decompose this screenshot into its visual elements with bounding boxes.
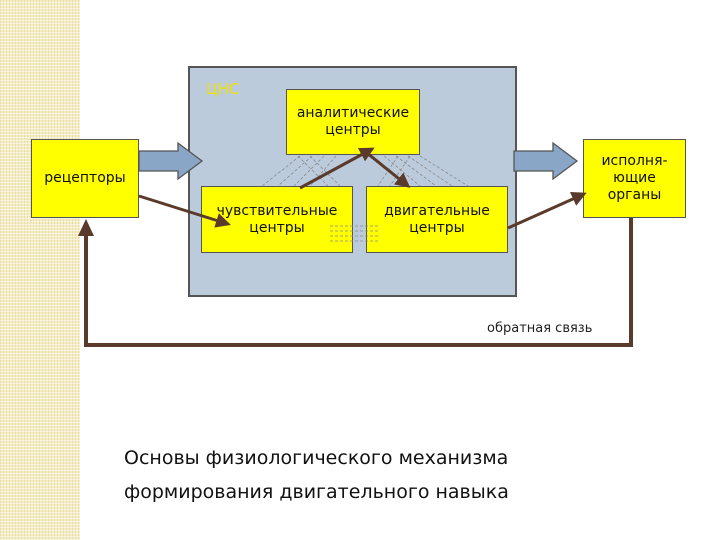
node-analytic-label-2: центры — [325, 122, 381, 138]
node-effectors-label-2: ющие — [613, 170, 656, 186]
dashed-links-left — [261, 155, 341, 187]
feedback-loop-arrowhead — [78, 219, 94, 236]
arrow-receptors-to-sensory — [138, 194, 231, 228]
arrow-receptors-to-cns — [138, 141, 204, 181]
arrow-motor-to-effectors — [507, 192, 587, 230]
dashed-links-right — [377, 155, 469, 187]
node-effectors: исполня- ющие органы — [583, 139, 686, 218]
node-effectors-label-3: органы — [607, 187, 662, 203]
node-sensory-label-2: центры — [249, 219, 305, 236]
cns-label: ЦНС — [206, 80, 240, 98]
feedback-label: обратная связь — [487, 321, 593, 336]
node-motor-centers: двигательные центры — [366, 186, 508, 253]
node-analytic-label-1: аналитические — [296, 105, 410, 121]
caption-line-1: Основы физиологического механизма — [124, 447, 509, 469]
node-receptors: рецепторы — [31, 139, 139, 218]
arrow-analytic-to-motor — [361, 147, 411, 188]
node-motor-label-1: двигательные — [384, 202, 490, 219]
slide-caption: Основы физиологического механизма формир… — [124, 441, 644, 509]
node-receptors-label: рецепторы — [44, 170, 126, 186]
node-analytic-centers: аналитические центры — [286, 89, 420, 155]
caption-line-2: формирования двигательного навыка — [124, 481, 509, 503]
decorative-left-stripe — [0, 0, 80, 540]
arrow-cns-to-effectors — [513, 141, 579, 181]
node-effectors-label-1: исполня- — [601, 153, 668, 169]
node-sensory-label-1: чувствительные — [216, 202, 338, 219]
node-motor-label-2: центры — [409, 219, 465, 236]
dashed-links-between — [330, 225, 380, 242]
arrow-sensory-to-analytic — [299, 147, 375, 190]
feedback-loop-line — [84, 218, 633, 347]
